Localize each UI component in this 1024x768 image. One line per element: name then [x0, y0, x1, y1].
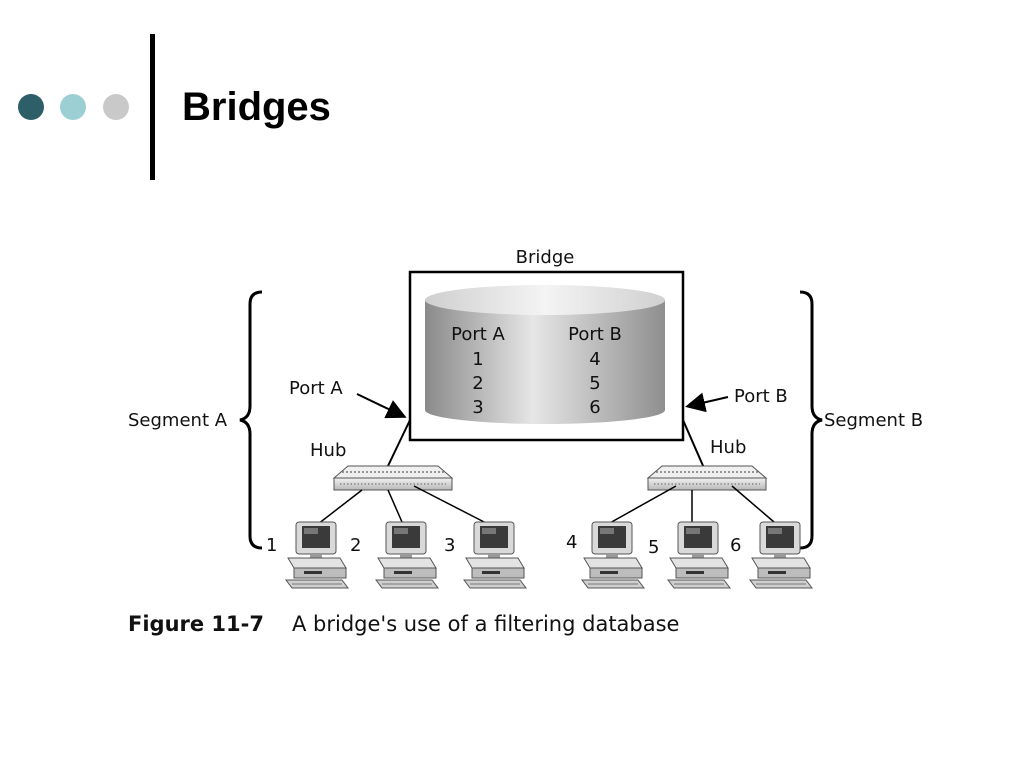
bullet-dot-gray: [103, 94, 129, 120]
hub-b: [647, 465, 767, 491]
computer-number: 2: [350, 535, 361, 556]
computer-number: 4: [566, 532, 577, 553]
title-divider: [150, 34, 155, 180]
computer-3: [463, 521, 527, 589]
computer-1: [285, 521, 349, 589]
computer-number: 3: [444, 535, 455, 556]
figure-caption-text: A bridge's use of a filtering database: [292, 612, 680, 636]
port-b-label: Port B: [734, 386, 788, 407]
hub-a: [333, 465, 453, 491]
computer-number: 5: [648, 537, 659, 558]
computer-5: [667, 521, 731, 589]
cable: [317, 489, 363, 525]
table-cell: 1: [472, 349, 483, 370]
computer-number: 6: [730, 535, 741, 556]
bullet-dot-teal: [60, 94, 86, 120]
table-cell: 5: [589, 373, 600, 394]
table-cell: 6: [589, 397, 600, 418]
link-bridge-hub-a: [386, 419, 411, 469]
table-cell: 4: [589, 349, 600, 370]
segment-a-label: Segment A: [128, 410, 228, 431]
table-cell: 3: [472, 397, 483, 418]
bridge-label: Bridge: [516, 247, 575, 268]
segment-b-brace: [799, 290, 823, 550]
segment-a-brace: [239, 290, 263, 550]
figure-caption: Figure 11-7 A bridge's use of a filtering…: [128, 612, 679, 636]
table-header-port-b: Port B: [568, 324, 622, 345]
table-cell: 2: [472, 373, 483, 394]
filtering-database-cylinder: [425, 285, 665, 424]
cable: [413, 485, 489, 525]
hub-b-label: Hub: [710, 437, 746, 458]
port-a-arrow: [356, 393, 407, 419]
computer-number: 1: [266, 535, 277, 556]
computer-4: [581, 521, 645, 589]
cable: [387, 489, 403, 523]
segment-b-label: Segment B: [824, 410, 923, 431]
port-b-arrow: [685, 392, 729, 413]
link-bridge-hub-b: [682, 419, 705, 469]
bullet-dot-dark: [18, 94, 44, 120]
computer-6: [749, 521, 813, 589]
cable: [607, 485, 677, 525]
computer-2: [375, 521, 439, 589]
hub-a-label: Hub: [310, 440, 346, 461]
cable: [731, 485, 775, 523]
figure-number: Figure 11-7: [128, 612, 264, 636]
table-header-port-a: Port A: [451, 324, 505, 345]
slide-title: Bridges: [182, 85, 331, 129]
port-a-label: Port A: [289, 378, 343, 399]
